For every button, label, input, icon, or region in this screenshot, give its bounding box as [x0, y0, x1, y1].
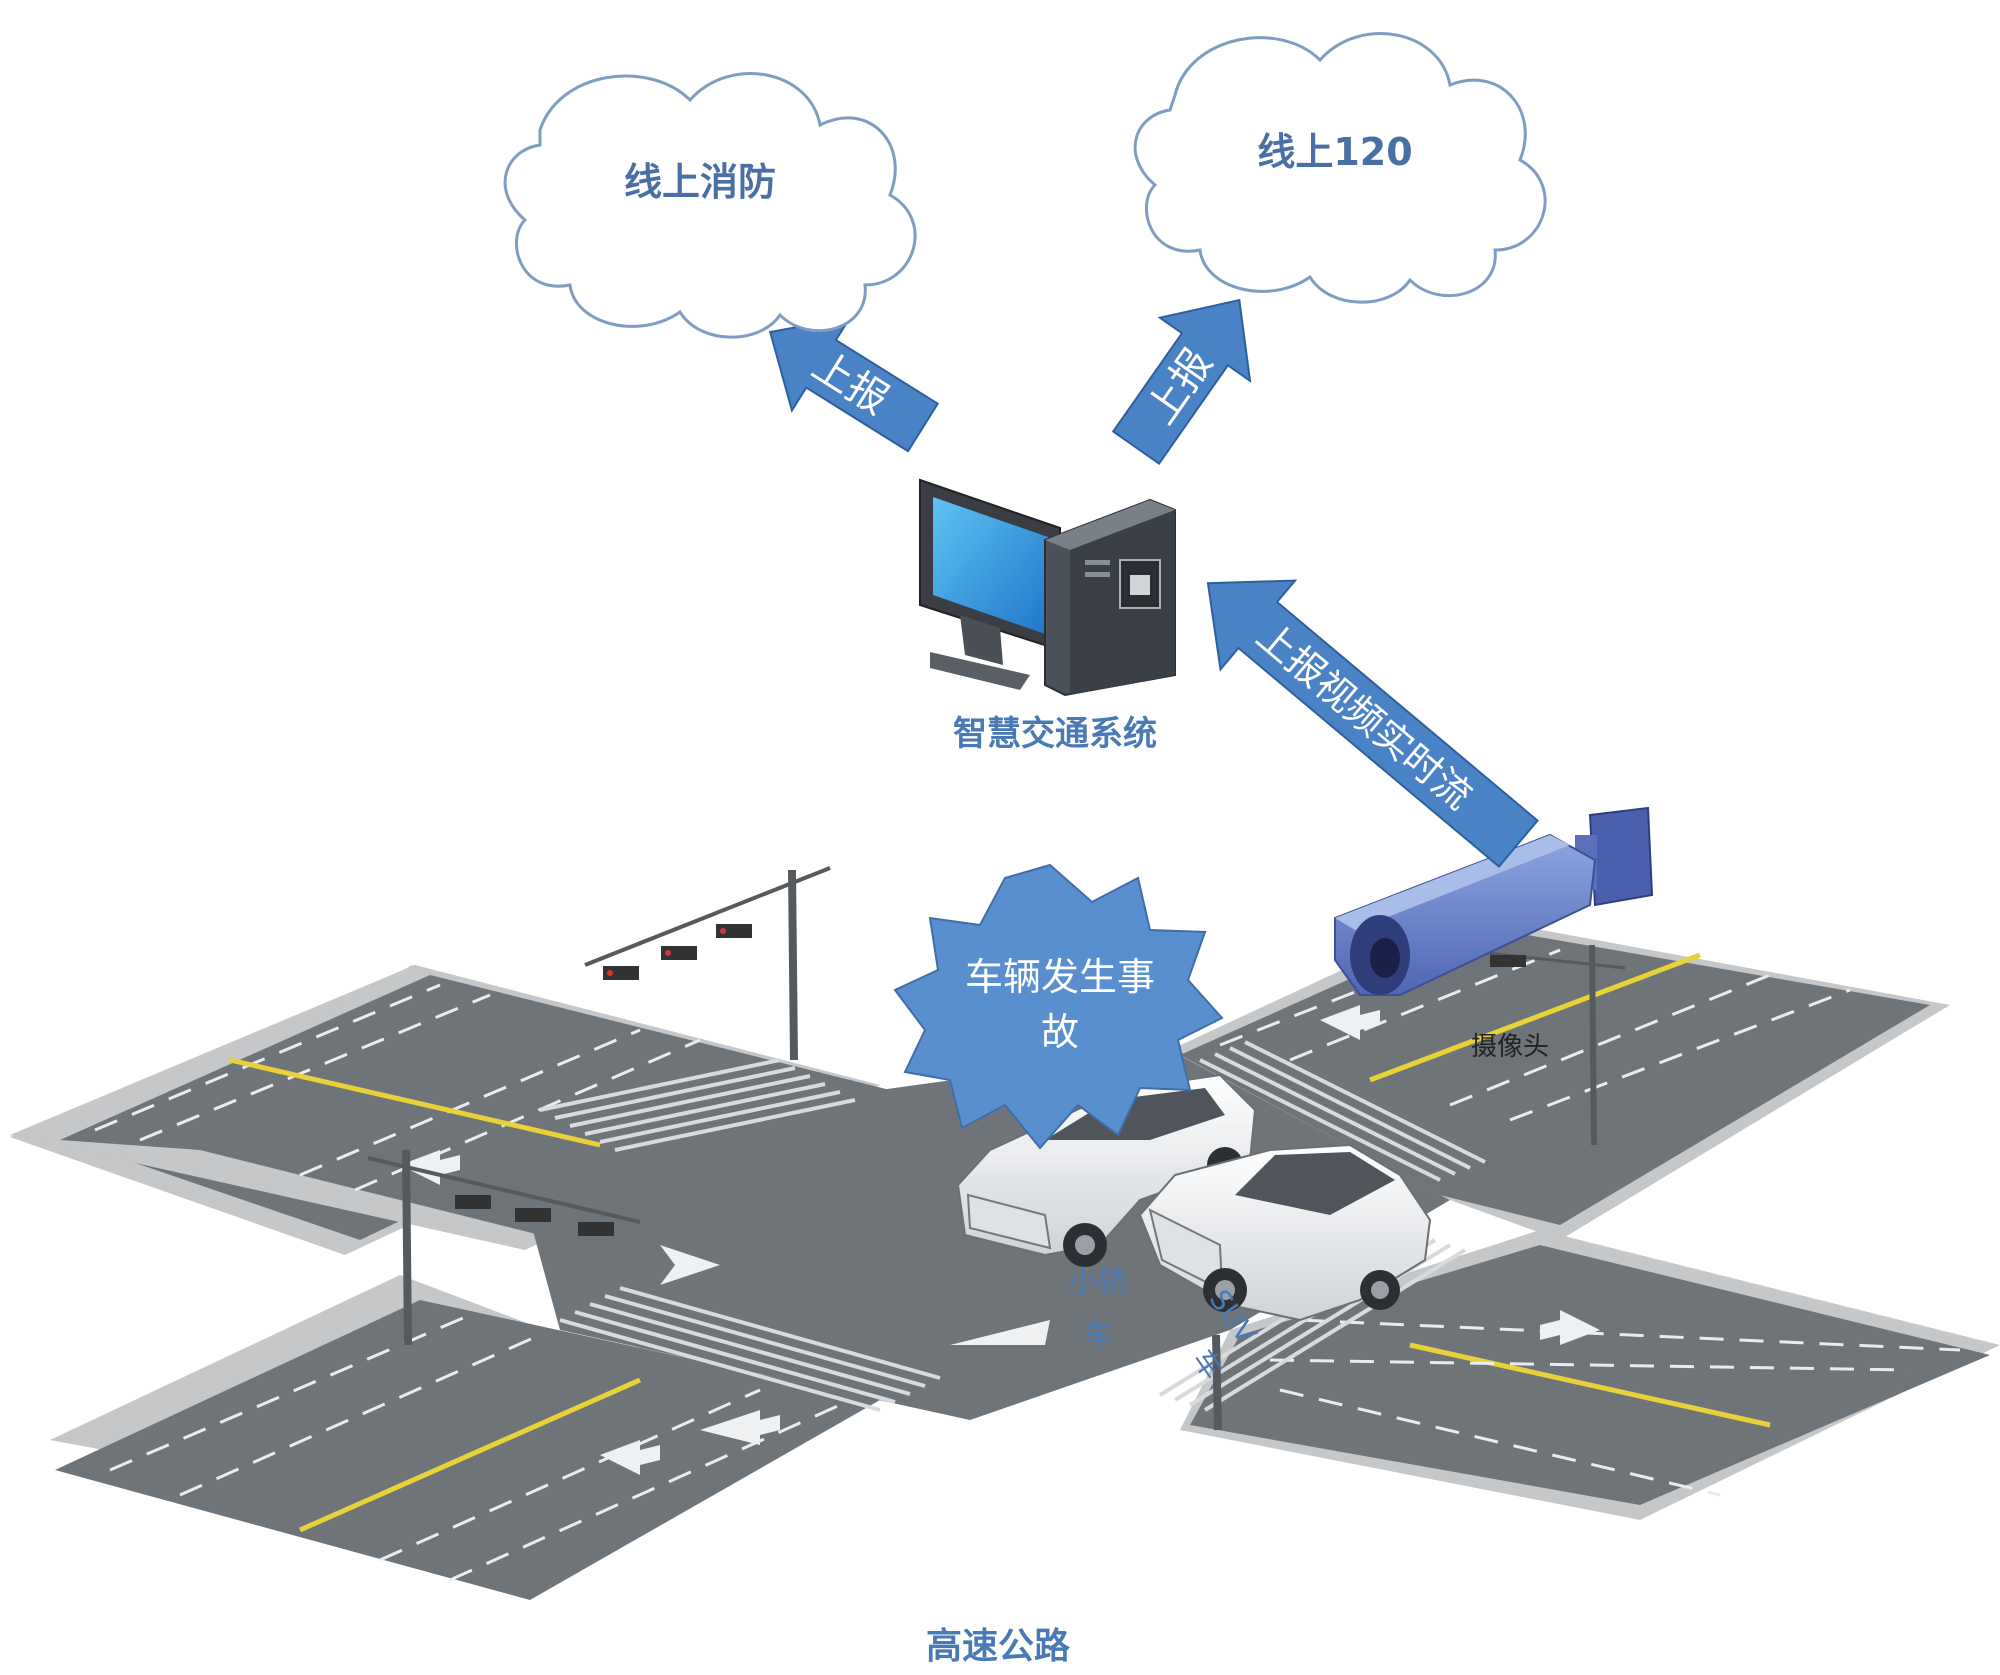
traffic-light-icon — [455, 1195, 614, 1236]
road-direction-arrows — [400, 1005, 1600, 1475]
lane-yellow-sw — [298, 1377, 642, 1533]
cloud-icon — [503, 72, 917, 339]
crosswalk-north — [539, 1058, 856, 1152]
traffic-light-s — [1212, 1334, 1222, 1431]
lane-yellow-se — [1409, 1342, 1771, 1428]
cloud-fire-label: 线上消防 — [624, 160, 776, 204]
traffic-light-icon — [1490, 955, 1526, 967]
starburst-icon — [893, 863, 1224, 1150]
sedan-label-line2: 车 — [1083, 1318, 1113, 1353]
road-ne-asphalt — [1180, 925, 1930, 1225]
camera-label: 摄像头 — [1471, 1032, 1549, 1062]
camera-icon — [1334, 806, 1654, 996]
system-label: 智慧交通系统 — [953, 714, 1157, 754]
arrow-to-ambulance: 上报 — [1111, 298, 1252, 465]
suv-icon — [1138, 1143, 1432, 1322]
traffic-light-w — [367, 1149, 641, 1346]
road-se-asphalt — [1190, 1245, 1990, 1505]
traffic-light-icon — [603, 924, 752, 980]
cloud-ambulance: 线上120 — [1133, 32, 1547, 304]
crosswalk-south — [559, 1286, 941, 1412]
road-label: 高速公路 — [926, 1626, 1071, 1667]
intersection — [10, 915, 2000, 1600]
incident-label-line1: 车辆发生事 — [965, 955, 1155, 999]
lane-yellow-west — [229, 1057, 601, 1148]
road-sw-asphalt — [55, 1300, 880, 1600]
incident-label-line2: 故 — [1041, 1010, 1079, 1054]
sedan-label-line1: 小轿 — [1068, 1265, 1128, 1300]
lane-yellow-ne — [1369, 952, 1701, 1083]
incident-starburst: 车辆发生事 故 — [893, 863, 1224, 1150]
arrow-from-camera-label: 上报视频实时流 — [1248, 613, 1480, 818]
arrow-to-fire: 上报 — [768, 315, 940, 453]
crosswalk-east — [1199, 1040, 1486, 1182]
cloud-icon — [1133, 32, 1547, 304]
cloud-fire: 线上消防 — [503, 72, 917, 339]
computer-icon — [919, 478, 1176, 697]
traffic-light-nw — [584, 866, 831, 1061]
cloud-ambulance-label: 线上120 — [1257, 130, 1412, 174]
